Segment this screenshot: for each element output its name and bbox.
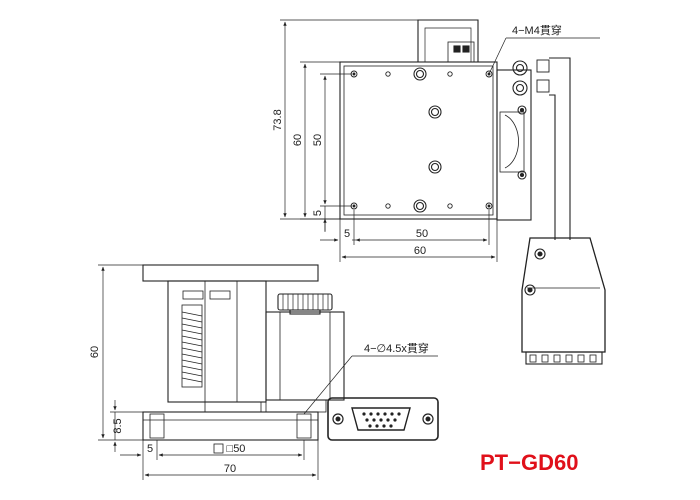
connector-box bbox=[521, 237, 606, 353]
base-square-marker bbox=[213, 443, 224, 454]
dim-front-height: 60 bbox=[89, 346, 101, 358]
dim-pitch-width: 50 bbox=[416, 228, 428, 240]
dim-base-height: 8.5 bbox=[112, 418, 124, 433]
dim-front-length: 70 bbox=[224, 463, 236, 475]
side-housing bbox=[496, 69, 532, 221]
dim-offset-bottom: 5 bbox=[312, 210, 324, 216]
dim-table-square: □50 bbox=[227, 443, 246, 455]
top-view-table bbox=[343, 65, 494, 216]
knob bbox=[277, 293, 333, 315]
front-table bbox=[142, 264, 319, 282]
note-m4-holes: 4−M4貫穿 bbox=[512, 23, 562, 37]
front-base bbox=[142, 411, 319, 441]
cable bbox=[549, 57, 571, 240]
dsub-connector bbox=[327, 397, 439, 441]
motor bbox=[265, 311, 345, 401]
dim-body-height: 60 bbox=[292, 134, 304, 146]
top-view-body bbox=[339, 61, 498, 220]
top-bracket bbox=[417, 19, 479, 62]
dim-overall-height: 73.8 bbox=[272, 109, 284, 130]
front-view bbox=[142, 264, 345, 454]
dim-front-offset: 5 bbox=[147, 443, 153, 455]
dim-pitch-height: 50 bbox=[312, 134, 324, 146]
corner-holes bbox=[350, 70, 493, 210]
center-holes bbox=[413, 67, 442, 213]
front-view-dimensions bbox=[98, 264, 438, 480]
top-view bbox=[339, 19, 606, 365]
model-title: PT−GD60 bbox=[480, 450, 578, 475]
note-through-holes: 4−∅4.5x貫穿 bbox=[364, 341, 429, 355]
top-view-dimensions bbox=[280, 19, 600, 262]
dim-offset-left: 5 bbox=[344, 228, 350, 240]
dim-body-width: 60 bbox=[414, 245, 426, 257]
spring bbox=[181, 304, 203, 388]
